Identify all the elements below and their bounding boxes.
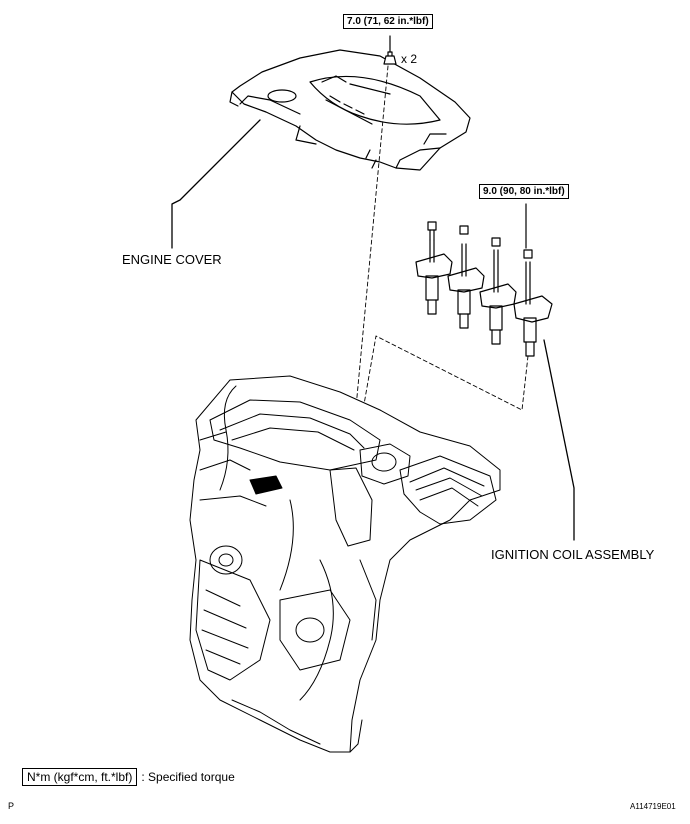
engine-illustration xyxy=(189,375,501,753)
cover-nut-quantity: x 2 xyxy=(401,52,418,66)
footer-left-mark: P xyxy=(8,801,15,811)
torque-legend: N*m (kgf*cm, ft.*lbf) : Specified torque xyxy=(22,768,235,786)
engine-cover-illustration xyxy=(229,49,471,171)
ignition-coils xyxy=(415,221,553,357)
legend-description: : Specified torque xyxy=(141,770,235,784)
coil-torque-spec: 9.0 (90, 80 in.*lbf) xyxy=(479,184,569,199)
legend-unit: N*m (kgf*cm, ft.*lbf) xyxy=(22,768,138,786)
cover-guide-line xyxy=(351,65,389,451)
engine-cover-label: ENGINE COVER xyxy=(122,252,222,267)
coil-guide-line xyxy=(355,335,529,451)
cover-torque-spec: 7.0 (71, 62 in.*lbf) xyxy=(343,14,433,29)
ignition-coil-leader xyxy=(543,339,575,541)
figure-id: A114719E01 xyxy=(630,802,676,811)
cover-nut xyxy=(383,35,397,65)
engine-cover-leader xyxy=(171,119,261,249)
ignition-coil-label: IGNITION COIL ASSEMBLY xyxy=(491,547,655,562)
